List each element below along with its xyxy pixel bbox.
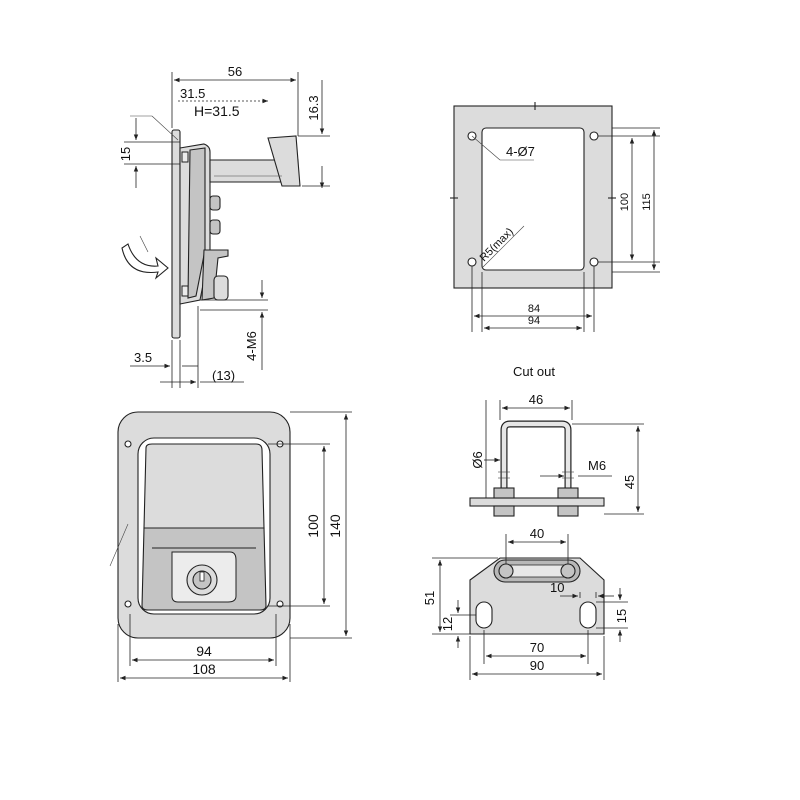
cutout-view: 4-Ø7 R5(max) 100 115 84 94 Cut out — [450, 102, 660, 379]
dim-front-inner-height: 100 — [305, 514, 321, 538]
bracket-side-view: 46 Ø6 M6 45 — [469, 392, 644, 517]
dim-lever-drop: 16.3 — [306, 95, 321, 120]
dim-front-outer-height: 140 — [327, 514, 343, 538]
cutout-opening — [481, 127, 585, 271]
dim-front-outer-width: 108 — [192, 661, 216, 677]
side-knob-1 — [209, 195, 221, 211]
dim-cutout-height: 115 — [641, 193, 653, 211]
dim-cutout-width: 94 — [528, 315, 540, 327]
dim-front-inner-width: 94 — [196, 643, 212, 659]
dim-hole-spacing-h: 84 — [528, 303, 540, 315]
front-leader — [109, 523, 129, 567]
cutout-hole-br — [589, 257, 599, 267]
leader-diag — [151, 115, 179, 141]
bracket-nut-right-top — [557, 487, 579, 499]
dim-plate-height: 51 — [422, 591, 437, 605]
side-screw-bottom — [181, 285, 189, 297]
dim-plate-width: 90 — [530, 658, 544, 673]
cutout-caption: Cut out — [513, 364, 555, 379]
radius-leader — [481, 225, 525, 269]
bracket-nut-left-bot — [493, 505, 515, 517]
hole-leader — [471, 135, 501, 161]
front-paddle — [143, 443, 265, 529]
front-screw-br — [276, 600, 284, 608]
bracket-u-rod — [501, 421, 571, 498]
side-mount-plate — [171, 129, 181, 339]
dim-plate-thickness: 3.5 — [134, 350, 152, 365]
side-screw-top — [181, 151, 189, 163]
bracket-rod — [503, 564, 571, 578]
dim-bracket-width: 46 — [529, 392, 543, 407]
bracket-slot-left — [475, 601, 493, 629]
side-knob-2 — [209, 219, 221, 235]
side-view: 56 31.5 H=31.5 16.3 15 3.5 (13) — [118, 64, 330, 388]
dim-slot-offset: 12 — [440, 617, 455, 631]
dim-rod-diameter: Ø6 — [470, 451, 485, 468]
dim-top-flange: 15 — [118, 147, 133, 161]
cutout-hole-bl — [467, 257, 477, 267]
front-view: 100 140 94 108 — [109, 411, 352, 682]
side-lock-cylinder — [213, 275, 229, 301]
bracket-slot-right — [579, 601, 597, 629]
rotation-arrow-icon — [121, 243, 169, 280]
keyhole-icon — [199, 571, 205, 582]
dim-hole-spacing-v: 100 — [619, 193, 631, 211]
dim-bracket-height: 45 — [622, 475, 637, 489]
dim-lever-offset: 31.5 — [180, 86, 205, 101]
bracket-nut-left-top — [493, 487, 515, 499]
side-body-inner — [187, 147, 206, 299]
dim-handle-height: H=31.5 — [194, 103, 240, 119]
dim-bracket-thread: M6 — [588, 458, 606, 473]
dim-slot-width: 10 — [550, 580, 564, 595]
bracket-rod-end-right — [560, 563, 576, 579]
side-lever-hook — [267, 135, 301, 187]
bracket-nut-right-bot — [557, 505, 579, 517]
dim-slot-height: 15 — [614, 609, 629, 623]
dim-bolt-spacing: (13) — [212, 368, 235, 383]
bracket-side-plate — [469, 497, 605, 507]
cutout-hole-tr — [589, 131, 599, 141]
bracket-u-rod-outline — [500, 420, 572, 498]
front-screw-tl — [124, 440, 132, 448]
dim-overall-width: 56 — [228, 64, 242, 79]
dim-slot-spacing: 70 — [530, 640, 544, 655]
bracket-rod-end-left — [498, 563, 514, 579]
dim-rod-spacing: 40 — [530, 526, 544, 541]
hole-spec: 4-Ø7 — [506, 144, 535, 159]
front-screw-bl — [124, 600, 132, 608]
dim-thread: 4-M6 — [244, 331, 259, 361]
rotation-arrow-tick — [139, 235, 149, 253]
bracket-plate-view: 40 10 51 12 15 70 90 — [422, 526, 629, 680]
